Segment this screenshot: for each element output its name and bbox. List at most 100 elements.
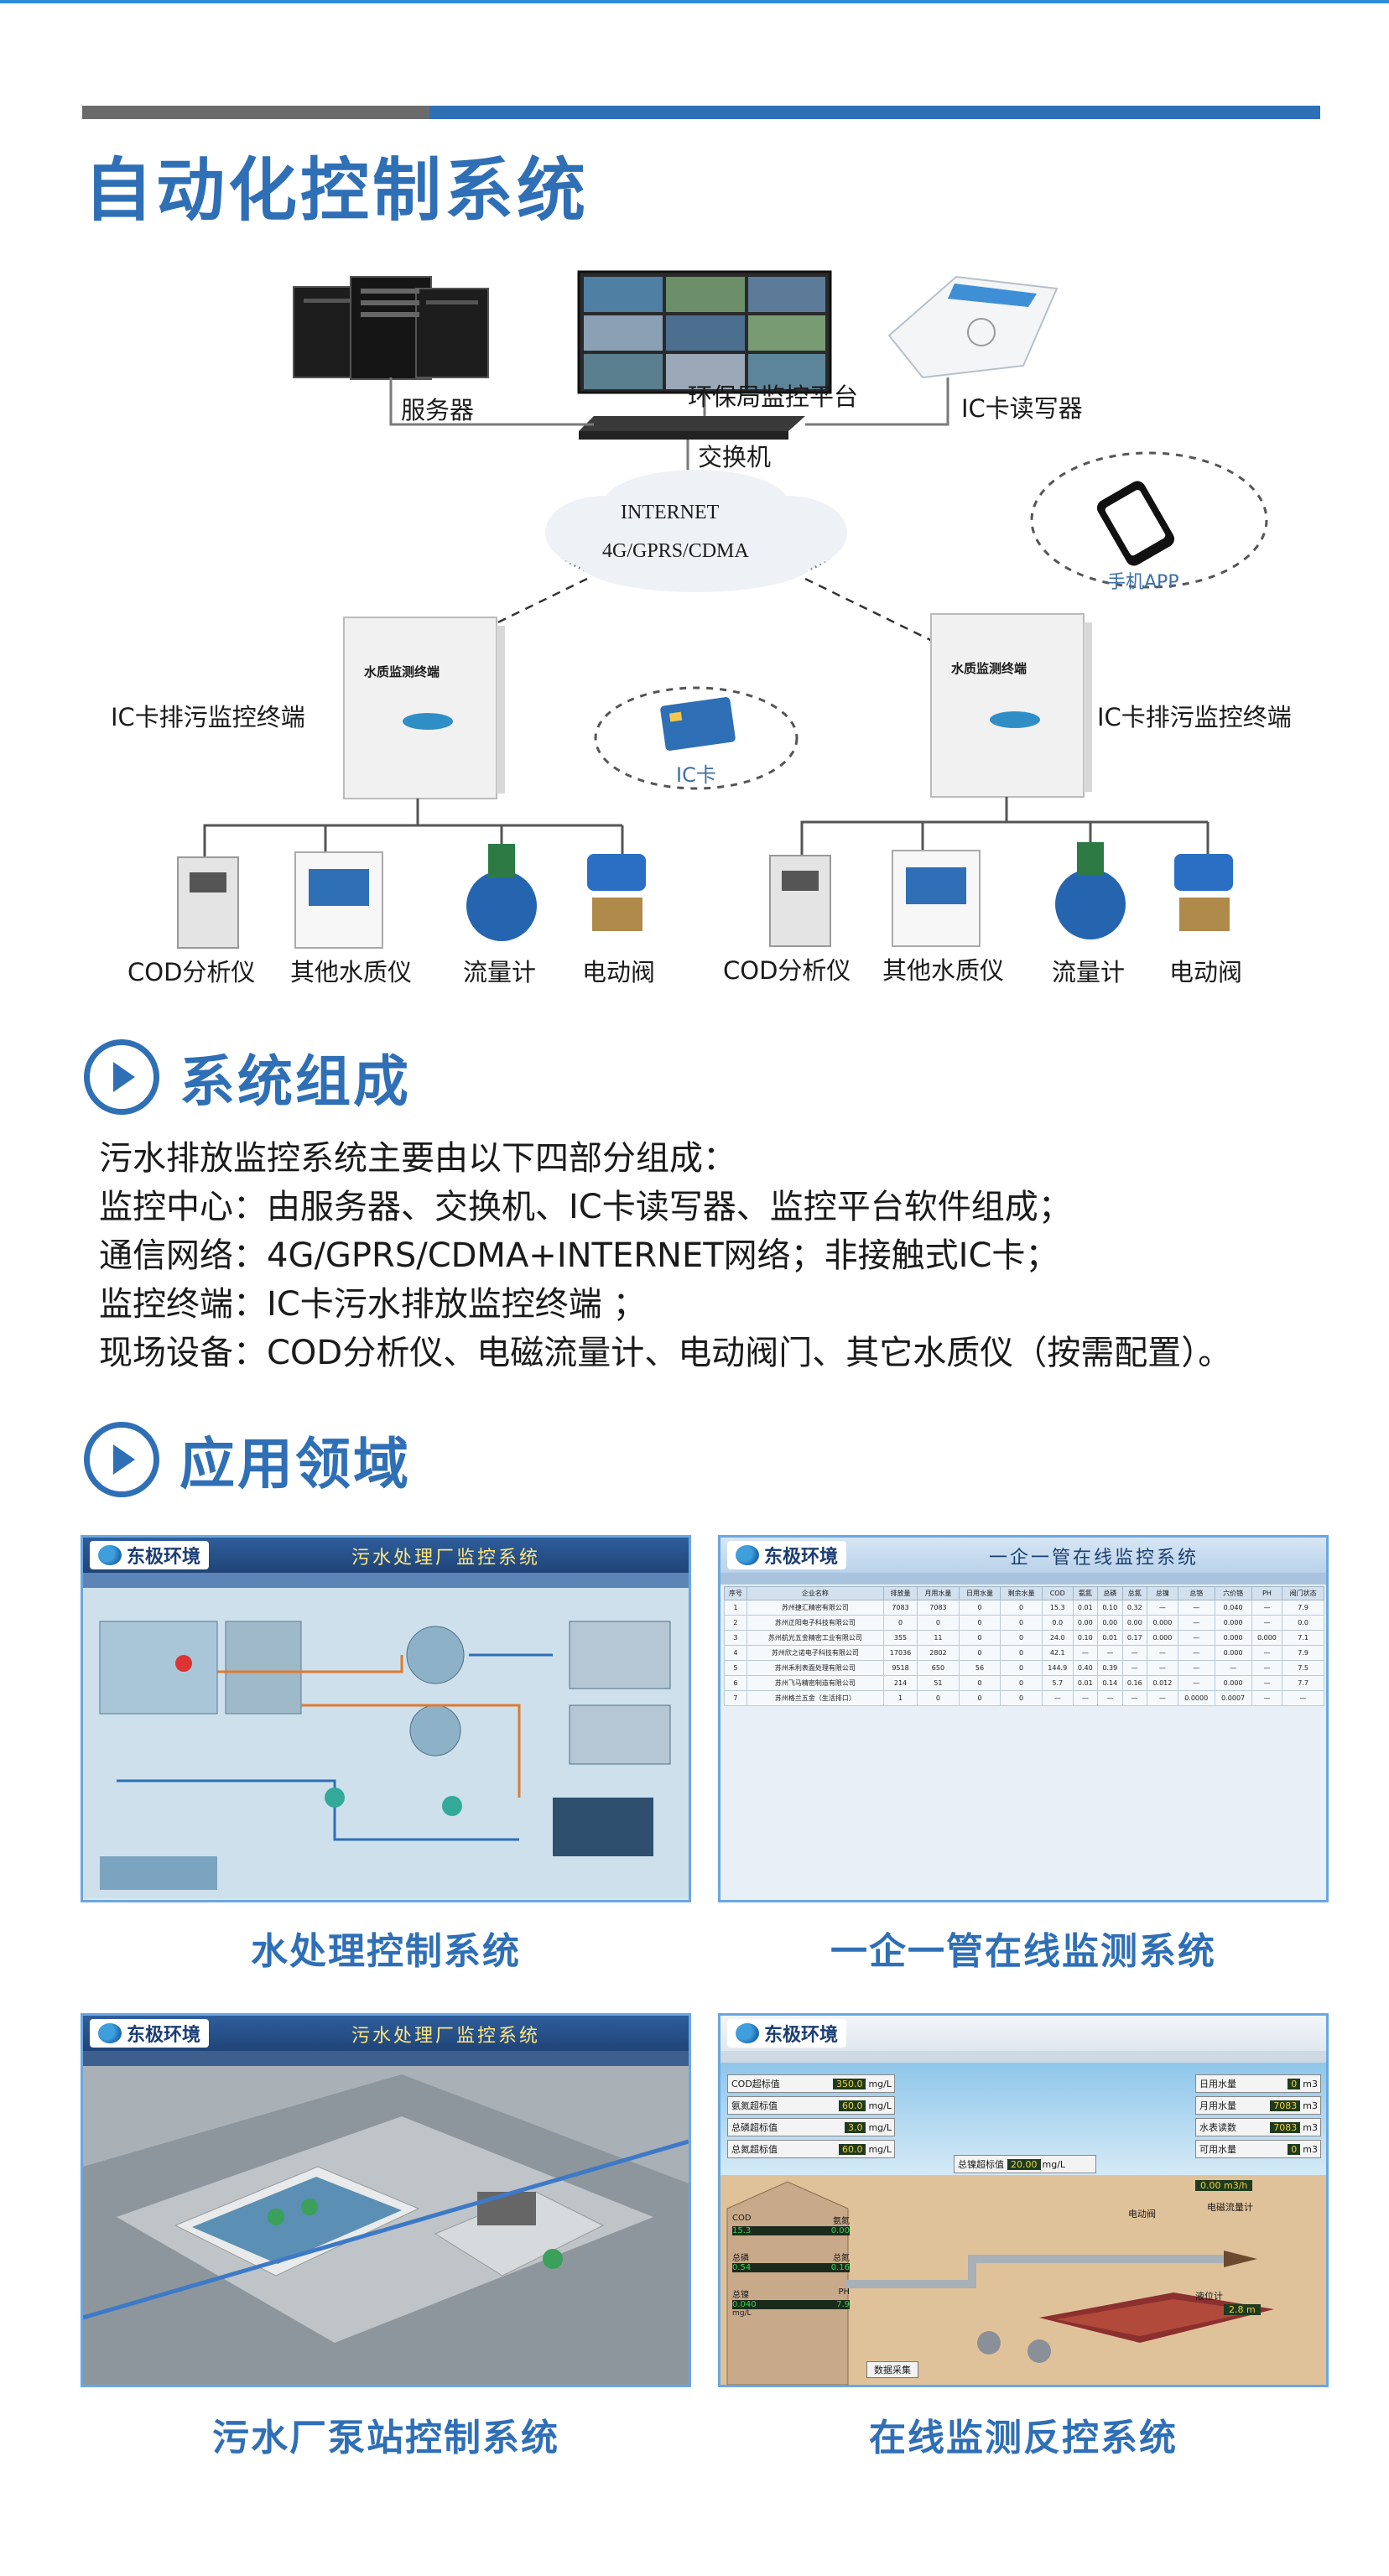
table-cell: 7 <box>724 1690 747 1706</box>
ic-card-label: IC卡 <box>676 763 716 787</box>
internet-cloud <box>545 470 847 592</box>
table-cell: 0 <box>917 1690 960 1706</box>
table-cell: 0.01 <box>1072 1675 1099 1691</box>
table-cell: 24.0 <box>1041 1630 1074 1646</box>
table-cell: 0.000 <box>1214 1675 1252 1691</box>
data-collect-button[interactable]: 数据采集 <box>866 2361 918 2378</box>
threshold-value: 3.0 <box>844 2121 866 2133</box>
table-cell: 0 <box>958 1645 1001 1661</box>
table-cell: 0.0 <box>1041 1615 1074 1631</box>
threshold-label: 氨氮超标值 <box>731 2100 778 2111</box>
electric-valve-left-icon <box>587 854 646 931</box>
device-left-cod: COD分析仪 <box>127 958 256 986</box>
table-cell: 1 <box>724 1600 747 1616</box>
composition-line: 监控终端：IC卡污水排放监控终端 ； <box>99 1285 647 1324</box>
logo-mark-icon <box>98 2023 122 2043</box>
screenshot-water-treatment: 东极环境 污水处理厂监控系统 <box>81 1535 691 1902</box>
table-cell: — <box>1072 1645 1099 1661</box>
table-cell: — <box>1251 1660 1283 1676</box>
nickel-threshold-label: 总镍超标值 <box>958 2159 1004 2170</box>
caption-pump-station: 污水厂泵站控制系统 <box>212 2417 559 2459</box>
table-cell: 苏州禾利表面处理有限公司 <box>746 1660 884 1676</box>
flowmeter-left-icon <box>466 844 537 941</box>
table-header-cell: COD <box>1041 1586 1074 1600</box>
nh-value: 0.00 <box>830 2226 850 2235</box>
cod-label: COD <box>732 2214 752 2223</box>
table-cell: 650 <box>917 1660 960 1676</box>
table-cell: 苏州航光五金精密工业有限公司 <box>746 1630 884 1646</box>
logo-text: 东极环境 <box>764 1547 839 1568</box>
threshold-value: 350.0 <box>832 2078 866 2089</box>
nickel-threshold: 总镍超标值 20.00 mg/L <box>954 2155 1096 2173</box>
server-label: 服务器 <box>401 396 475 424</box>
table-cell: 3 <box>724 1630 747 1646</box>
table-cell: 7.1 <box>1282 1630 1324 1646</box>
switch-icon <box>579 416 805 440</box>
terminal-right-icon <box>930 613 1092 798</box>
shot-menu-bar <box>721 2051 1326 2063</box>
flow-unit: m3/h <box>1224 2180 1248 2191</box>
volume-value: 7083 <box>1270 2121 1301 2133</box>
table-cell: — <box>1121 1660 1148 1676</box>
table-cell: 214 <box>882 1675 918 1691</box>
nickel-threshold-value: 20.00 <box>1007 2158 1041 2170</box>
table-cell: — <box>1147 1690 1178 1706</box>
pump-station-scene <box>83 2074 689 2385</box>
threshold-unit: mg/L <box>868 2078 892 2089</box>
phone-icon <box>1096 481 1175 566</box>
composition-line: 监控中心：由服务器、交换机、IC卡读写器、监控平台软件组成； <box>99 1188 1072 1226</box>
volume-label: 日用水量 <box>1199 2079 1236 2089</box>
threshold-label: COD超标值 <box>731 2079 780 2089</box>
device-right-valve: 电动阀 <box>1169 958 1243 986</box>
water-quality-meter-right-icon <box>892 850 981 947</box>
monitor-wall-icon <box>577 270 832 394</box>
device-right-flow: 流量计 <box>1052 958 1126 986</box>
device-right-cod: COD分析仪 <box>723 956 851 985</box>
caption-reverse-control: 在线监测反控系统 <box>869 2417 1178 2459</box>
table-cell: 苏州格兰五金（生活排口） <box>746 1690 884 1706</box>
platform-label: 环保局监控平台 <box>688 382 859 411</box>
company-logo: 东极环境 <box>90 2019 210 2048</box>
table-cell: — <box>1041 1690 1074 1706</box>
table-cell: 9518 <box>882 1660 918 1676</box>
table-cell: — <box>1177 1600 1215 1616</box>
table-cell: — <box>1121 1645 1148 1661</box>
table-cell: 0.0 <box>1282 1615 1324 1631</box>
table-cell: 0.000 <box>1214 1645 1252 1661</box>
table-cell: 苏州正阳电子科技有限公司 <box>746 1615 884 1631</box>
table-cell: 0.000 <box>1147 1630 1178 1646</box>
table-cell: — <box>1177 1630 1215 1646</box>
cod-analyzer-left-icon <box>177 856 239 949</box>
table-cell: 0 <box>958 1690 1001 1706</box>
logo-text: 东极环境 <box>127 1547 201 1568</box>
header-bar-gray <box>82 106 429 119</box>
table-cell: 0 <box>958 1600 1001 1616</box>
shot-title: 污水处理厂监控系统 <box>351 2025 541 2046</box>
server-icon <box>293 276 489 380</box>
shot-title: 一企一管在线监控系统 <box>989 1547 1199 1568</box>
table-cell: 0 <box>958 1615 1001 1631</box>
device-left-valve: 电动阀 <box>582 958 656 986</box>
table-cell: 0.39 <box>1097 1660 1123 1676</box>
table-cell: 15.3 <box>1041 1600 1074 1616</box>
shot-menu-bar <box>83 2051 689 2066</box>
tp-value: 0.54 <box>732 2263 752 2272</box>
device-right-quality: 其他水质仪 <box>882 956 1005 985</box>
